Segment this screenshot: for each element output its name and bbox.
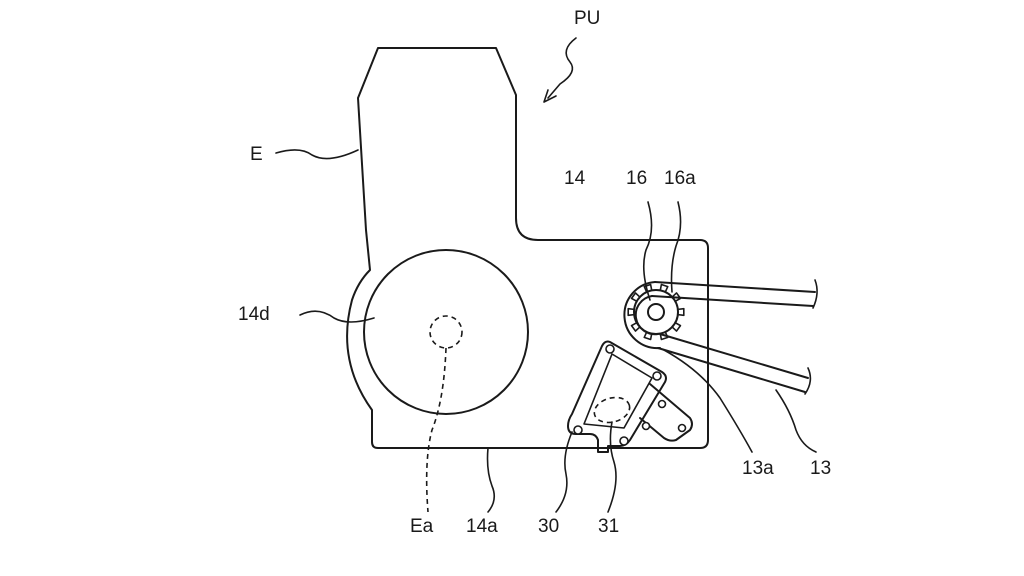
leader-31 <box>607 421 617 513</box>
chain-end-upper <box>812 279 818 309</box>
axis-ea-dashed-line <box>425 347 447 513</box>
leader-e <box>275 149 359 160</box>
label-30: 30 <box>538 516 559 537</box>
leader-16a <box>670 201 682 293</box>
leader-13 <box>775 389 817 453</box>
sprocket-16a <box>627 283 685 341</box>
sprocket-tooth <box>630 321 641 332</box>
label-14a: 14a <box>466 516 498 537</box>
sprocket-tooth <box>643 283 653 293</box>
engine-body-outline <box>346 47 709 449</box>
chain-wrap <box>623 281 661 350</box>
sensor-hole-3 <box>573 425 583 435</box>
leader-14d <box>299 310 375 323</box>
leader-30 <box>555 431 573 513</box>
sprocket-tooth <box>671 292 682 303</box>
sensor-element-31 <box>593 396 631 424</box>
label-e: E <box>250 144 263 165</box>
sprocket-tooth <box>677 307 685 317</box>
sprocket-tooth <box>671 321 682 332</box>
label-13: 13 <box>810 458 831 479</box>
axis-ea-circle <box>429 315 463 349</box>
sensor-hole-1 <box>605 344 615 354</box>
sprocket-tooth <box>659 283 669 293</box>
leader-pu <box>547 37 577 99</box>
sprocket-tooth <box>630 292 641 303</box>
sprocket-tooth <box>659 331 669 341</box>
label-ea: Ea <box>410 516 434 537</box>
chain-13-lower <box>657 333 809 393</box>
bracket-hole-3 <box>677 423 687 433</box>
sensor-hole-2 <box>652 371 662 381</box>
chain-end-lower <box>804 367 812 395</box>
sensor-30-inner <box>583 353 653 429</box>
leader-pu-arrow <box>543 89 557 103</box>
leader-14a <box>486 447 496 513</box>
chain-13-upper <box>651 281 816 307</box>
label-16a: 16a <box>664 168 696 189</box>
label-16: 16 <box>626 168 647 189</box>
label-pu: PU <box>574 8 600 29</box>
leader-13a <box>663 349 753 453</box>
label-31: 31 <box>598 516 619 537</box>
leader-16 <box>642 201 653 301</box>
sprocket-tooth <box>627 307 635 317</box>
transmission-case-14d <box>363 249 529 415</box>
sensor-30-housing <box>567 340 667 453</box>
bracket-hole-1 <box>657 399 667 409</box>
label-13a: 13a <box>742 458 774 479</box>
sprocket-tooth <box>643 331 653 341</box>
label-14: 14 <box>564 168 586 189</box>
sensor-hole-4 <box>619 436 629 446</box>
sensor-bracket-plate <box>639 383 693 442</box>
bracket-hole-2 <box>641 421 651 431</box>
label-14d: 14d <box>238 304 270 325</box>
